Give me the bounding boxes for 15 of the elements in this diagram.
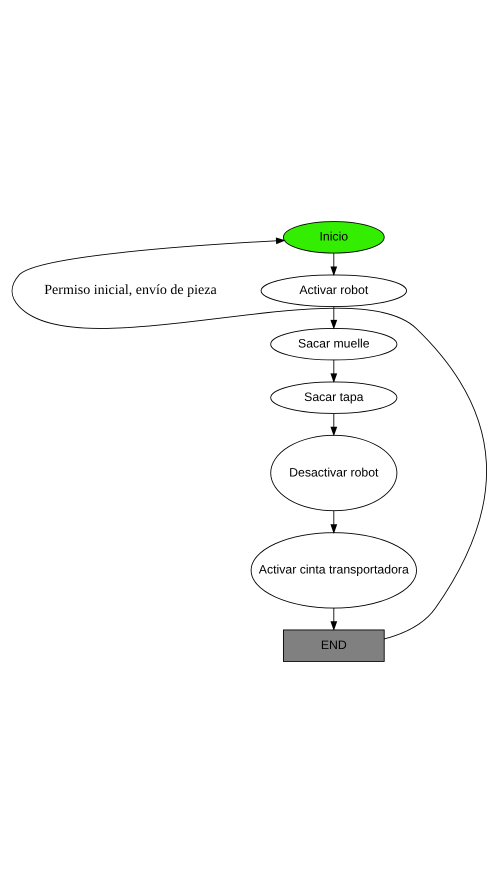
label: Permiso inicial, envío de pieza bbox=[44, 282, 217, 298]
arrow bbox=[330, 359, 338, 383]
arrow bbox=[330, 412, 338, 436]
arrow bbox=[12, 236, 487, 639]
node-box: END bbox=[282, 629, 385, 662]
node-ellipse: Inicio bbox=[282, 220, 385, 253]
node-ellipse: Activar robot bbox=[260, 274, 407, 306]
node-ellipse: Desactivar robot bbox=[270, 434, 398, 511]
node-ellipse: Activar cinta transportadora bbox=[250, 532, 417, 608]
node-ellipse: Sacar muelle bbox=[270, 328, 398, 360]
node-ellipse: Sacar tapa bbox=[270, 380, 398, 414]
arrow bbox=[330, 306, 338, 330]
arrow bbox=[330, 607, 338, 630]
arrow bbox=[330, 510, 338, 534]
arrow bbox=[330, 252, 338, 276]
